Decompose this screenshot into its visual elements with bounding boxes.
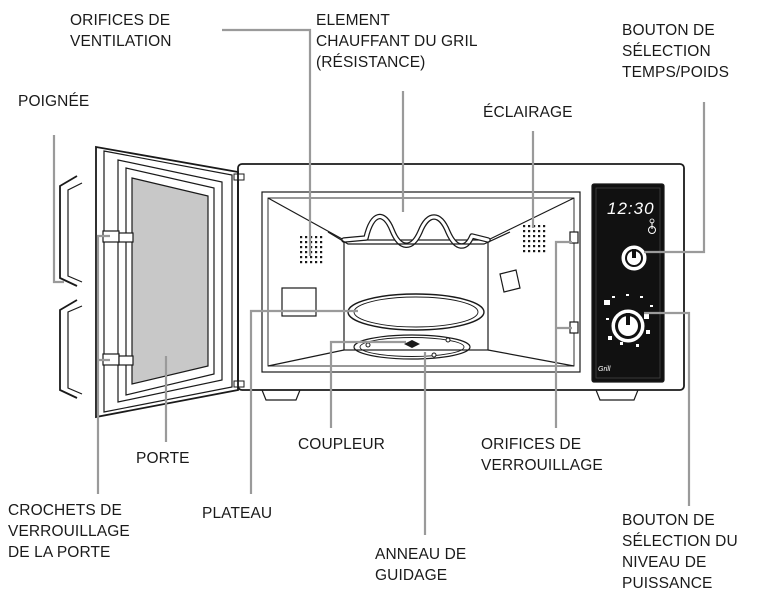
power-knob[interactable]: [612, 310, 644, 342]
time-knob[interactable]: [622, 246, 646, 270]
leader-poignee: [54, 135, 64, 282]
label-porte: PORTE: [136, 448, 190, 469]
light-grille: [523, 225, 545, 252]
label-plateau: PLATEAU: [202, 503, 272, 524]
turntable-plate: [348, 294, 484, 330]
foot-right: [596, 390, 638, 400]
label-eclairage: ÉCLAIRAGE: [483, 102, 573, 123]
label-coupleur: COUPLEUR: [298, 434, 385, 455]
coupler: [404, 340, 420, 348]
leader-orifices-verrouillage: [556, 242, 572, 428]
lamp-cover: [500, 270, 520, 292]
door: [60, 147, 244, 417]
leader-orifices-ventilation: [222, 30, 310, 256]
grill-badge: Grill: [598, 366, 611, 373]
display-time: 12:30: [607, 199, 655, 218]
label-poignee: POIGNÉE: [18, 91, 89, 112]
foot-left: [262, 390, 300, 400]
door-glass: [132, 178, 208, 384]
leader-plateau: [251, 311, 358, 494]
